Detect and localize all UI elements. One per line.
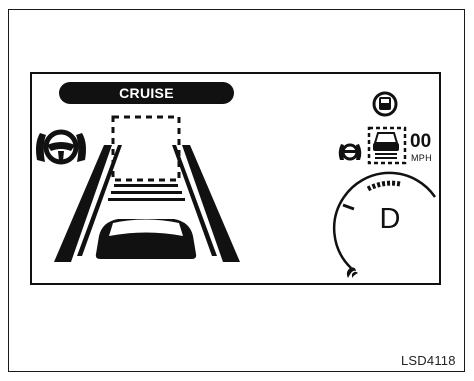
- following-distance-bars: [108, 184, 185, 201]
- eco-leaf-icon: [347, 267, 358, 278]
- vehicle-distance-icon: [373, 133, 399, 159]
- steering-wheel-hands-icon-small: [339, 144, 362, 160]
- lead-vehicle-target-box: [113, 117, 179, 180]
- figure-code-label: LSD4118: [401, 354, 456, 368]
- steering-wheel-hands-icon: [36, 132, 86, 162]
- vehicle-ahead-icon: [374, 93, 396, 115]
- gear-position-indicator: D: [370, 204, 410, 234]
- set-speed-unit: MPH: [411, 153, 432, 163]
- car-rear-icon: [96, 219, 196, 259]
- set-speed-value: 00: [410, 132, 431, 151]
